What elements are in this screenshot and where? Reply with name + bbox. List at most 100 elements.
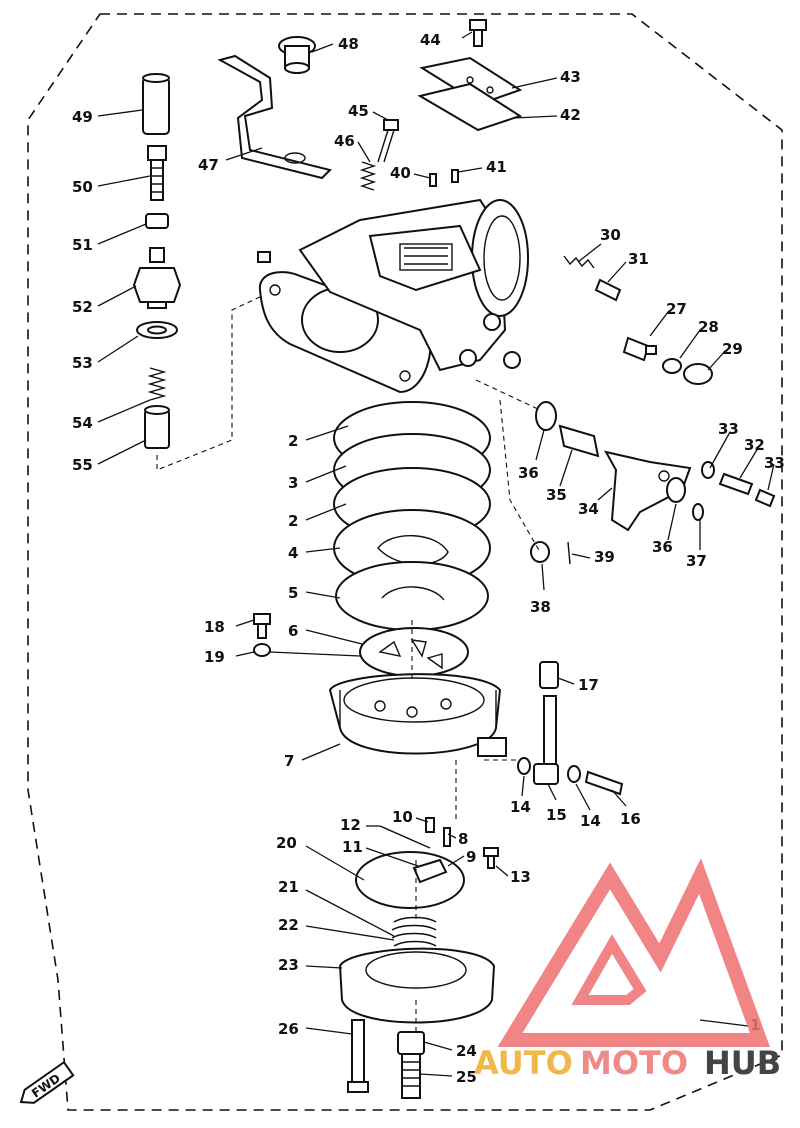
part-42-gasket [417,82,523,132]
part-25-fitting [401,1053,421,1099]
part-36-washer-bottom [666,477,686,503]
callout-21: 21 [278,878,299,896]
part-45-screw [377,119,399,163]
part-49-sleeve [142,73,170,135]
part-22-spring [391,916,437,955]
callout-labels: 44 43 42 41 40 45 46 47 48 49 50 51 52 5… [72,31,785,1086]
part-32-pin [718,472,754,496]
callout-41: 41 [486,158,507,176]
part-38-washer [530,541,550,563]
part-24-fitting [397,1031,425,1055]
callout-51: 51 [72,236,93,254]
callout-48: 48 [338,35,359,53]
callout-49: 49 [72,108,93,126]
callout-46: 46 [334,132,355,150]
callout-2-top: 2 [288,432,298,450]
callout-29: 29 [722,340,743,358]
watermark-text-hub: HUB [704,1044,781,1082]
part-46-spring [359,161,377,191]
part-23-cover [338,947,496,1024]
part-10-plug [425,817,435,833]
callout-54: 54 [72,414,93,432]
part-54-spring [147,367,167,401]
watermark-logo [497,858,771,1047]
part-29-cap [683,363,713,385]
callout-20: 20 [276,834,297,852]
carburetor-body [257,169,529,394]
part-34-lever [604,450,692,532]
callout-6: 6 [288,622,298,640]
part-15-shaft [533,695,559,785]
leader-lines [97,31,775,1077]
gasket-stack [333,401,491,677]
part-35-sleeve [558,424,600,458]
callout-35: 35 [546,486,567,504]
part-20-diaphragm [355,851,465,909]
callout-14-right: 14 [580,812,601,830]
fwd-direction-badge: FWD [19,1060,75,1104]
watermark-text-auto: AUTO [474,1044,573,1082]
part-33-clip-right [754,488,776,508]
callout-33-right: 33 [764,454,785,472]
callout-17: 17 [578,676,599,694]
part-53-washer [136,321,178,339]
alignment-line-lever [475,379,541,553]
part-28-washer [662,358,682,374]
part-12-pin [379,825,431,849]
part-17-plug [539,661,559,689]
callout-27: 27 [666,300,687,318]
part-48-cap [278,36,316,74]
callout-53: 53 [72,354,93,372]
callout-18: 18 [204,618,225,636]
callout-23: 23 [278,956,299,974]
part-13-screw [483,847,499,869]
part-39-pin [567,541,571,565]
part-47-bracket [217,54,332,180]
callout-14-left: 14 [510,798,531,816]
callout-50: 50 [72,178,93,196]
callout-16: 16 [620,810,641,828]
callout-19: 19 [204,648,225,666]
callout-13: 13 [510,868,531,886]
callout-38: 38 [530,598,551,616]
callout-5: 5 [288,584,298,602]
diagram-boundary [27,13,783,1111]
part-44-screw [469,19,487,47]
callout-39: 39 [594,548,615,566]
callout-30: 30 [600,226,621,244]
callout-7: 7 [284,752,294,770]
callout-44: 44 [420,31,441,49]
part-31-screw [594,278,622,302]
callout-28: 28 [698,318,719,336]
part-19-washer [253,643,271,657]
callout-52: 52 [72,298,93,316]
watermark-text-moto: MOTO [580,1044,688,1082]
callout-26: 26 [278,1020,299,1038]
callout-15: 15 [546,806,567,824]
part-14-washer-left [517,757,531,775]
callout-37: 37 [686,552,707,570]
callout-45: 45 [348,102,369,120]
part-50-jet [147,145,167,201]
callout-10: 10 [392,808,413,826]
part-36-washer-top [535,401,557,431]
part-18-screw [253,613,271,639]
callout-31: 31 [628,250,649,268]
part-8-needle [443,827,451,847]
callout-12: 12 [340,816,361,834]
callout-36-bottom: 36 [652,538,673,556]
callout-42: 42 [560,106,581,124]
callout-8: 8 [458,830,468,848]
callout-47: 47 [198,156,219,174]
callout-24: 24 [456,1042,477,1060]
callout-34: 34 [578,500,599,518]
part-37-clip [692,503,704,521]
alignment-line-stack [411,620,417,1032]
part-52-fitting [132,247,182,309]
callout-4: 4 [288,544,298,562]
part-7-base-body [328,673,507,757]
callout-55: 55 [72,456,93,474]
alignment-line-left [156,295,263,471]
part-26-bolt [347,1019,369,1093]
